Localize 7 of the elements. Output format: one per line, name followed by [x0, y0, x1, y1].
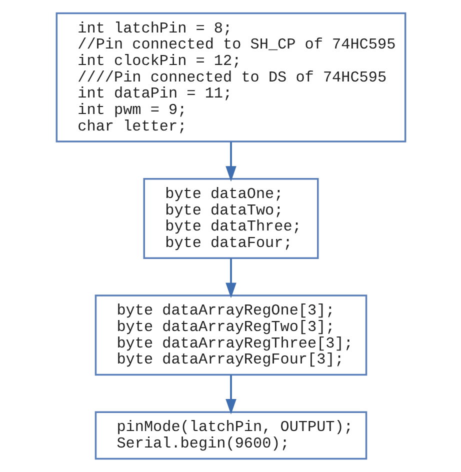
node-box: byte dataOne; byte dataTwo; byte dataThree; byte dataFour; [142, 178, 318, 260]
arrow [225, 142, 236, 182]
arrow [225, 375, 236, 414]
node-box: byte dataArrayRegOne[3]; byte dataArrayRegTwo[3]; byte dataArrayRegThree[3]; byte dataArrayRegFour[3]; [94, 294, 367, 376]
node-box: int latchPin = 8; //Pin connected to SH_CP of 74HC595 int clockPin = 12; ////Pin connected to DS of 74HC595 int dataPin = 11; int pwm = 9; char letter; [55, 12, 406, 142]
node-box: pinMode(latchPin, OUTPUT); Serial.begin(9600); [94, 411, 367, 460]
arrow [225, 258, 236, 298]
